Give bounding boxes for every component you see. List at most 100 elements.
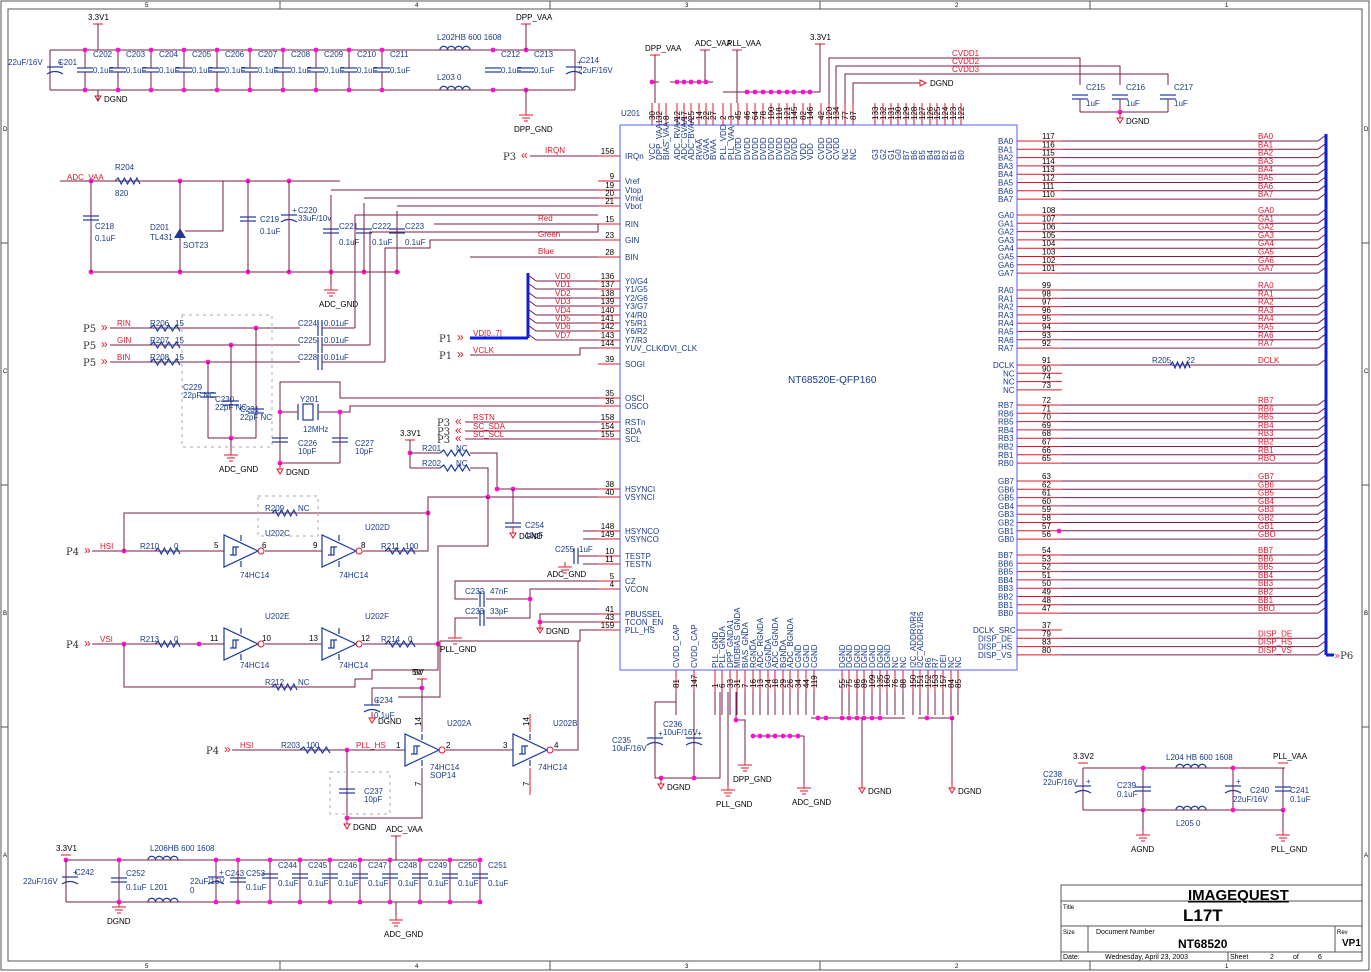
hysteresis-icon [328,546,337,556]
port-bin[interactable]: P5» [83,354,108,369]
bus-port-p6[interactable]: »P6 [1334,651,1353,662]
c234[interactable]: + [363,696,381,713]
r211-resistor[interactable] [384,546,416,556]
port-gin[interactable]: P5» [83,337,108,352]
l206-inductor[interactable] [147,855,179,861]
crystal-y201[interactable] [302,403,314,421]
port-vd-bus[interactable]: P1»VD[0..7] [439,329,502,345]
l202-inductor[interactable] [439,45,471,51]
c225[interactable] [317,337,323,353]
c235[interactable]: + [646,729,664,746]
port-irqn[interactable]: P3« [503,148,528,163]
port-sc_scl[interactable]: P3« [437,431,462,446]
cap-ref: C225 [298,336,318,345]
u202a-inverter[interactable] [404,733,446,767]
l204-inductor[interactable] [1175,763,1207,769]
port-vclk[interactable]: P1»VCLK [439,346,495,362]
dgnd-arrow-icon: DGND [1116,112,1150,126]
junction-dot [337,409,343,415]
port-hsi[interactable]: P4»HSI [66,542,113,558]
r207-resistor[interactable] [149,340,181,350]
pin-name: CVDD [832,137,841,160]
c242-ref: C242 [75,868,95,877]
net-label: Blue [538,247,555,256]
ground-arrow-icon [509,532,517,539]
c242[interactable]: + [61,868,79,885]
c229[interactable] [200,392,216,398]
r205-resistor[interactable] [1169,360,1191,370]
r212-resistor[interactable] [271,682,298,692]
c230[interactable] [223,400,239,406]
pin-number: 39 [605,355,614,364]
port-vsi[interactable]: P4»VSI [66,635,113,651]
cap-value: 1uF [1126,99,1140,108]
r203-resistor[interactable] [299,745,331,755]
c212[interactable] [485,67,501,73]
r204-resistor[interactable] [114,176,141,186]
pin-number: 85 [954,679,963,688]
junction-dot [649,79,655,85]
port-hsi-pll[interactable]: P4»HSI [206,741,253,757]
connector-arrow-icon: » [457,347,464,361]
l201-inductor[interactable] [147,897,179,903]
r214-resistor[interactable] [384,639,416,649]
pin-number: 95 [1042,314,1051,323]
r206-resistor[interactable] [149,323,181,333]
r209-resistor[interactable] [271,508,298,518]
r210-resistor[interactable] [154,546,181,556]
l203-inductor[interactable] [439,85,471,91]
cap-value: 0.01uF [324,353,349,362]
port-rin[interactable]: P5» [83,320,108,335]
u202b-inverter[interactable] [512,733,554,767]
net-adc-vaa: ADC_VAA [67,173,104,182]
net-label: GBO [1258,530,1276,539]
c254[interactable] [505,522,521,528]
u201-chip-body[interactable] [619,124,1018,671]
u202d-inverter[interactable] [321,534,363,568]
cap-value: 0.1uF [338,879,359,888]
junction-dot [357,857,363,863]
junction-dot [791,89,797,95]
u202f-inverter[interactable] [321,627,363,661]
u202c-inverter[interactable] [223,534,265,568]
pin-name: NC [1003,386,1015,395]
resistor-zigzag [299,745,331,755]
pin-name: Vbot [625,202,642,211]
port-rstn[interactable]: P3« [437,414,462,429]
c231[interactable] [248,408,264,414]
pin-name: DISP_HS [978,643,1012,652]
c255[interactable] [573,548,579,564]
pin-name: GA1 [998,219,1015,228]
cap-ref: C202 [93,50,113,59]
pin-number: 80 [1042,646,1051,655]
net-label: BA3 [1258,157,1274,166]
r213-resistor[interactable] [154,639,181,649]
c214[interactable]: + [565,58,583,75]
pin-number: 59 [1042,505,1051,514]
junction-dot [346,87,352,93]
pin-name: I2C_ADDR1/R5 [916,611,925,668]
c201[interactable]: + [46,58,64,75]
c213[interactable] [518,67,534,73]
pin-name: B1 [949,150,958,160]
pin-number: 30 [648,111,657,120]
u202e-inverter[interactable] [223,627,265,661]
l205-inductor[interactable] [1175,805,1207,811]
pin-number: 10 [605,547,614,556]
r201-resistor[interactable] [439,448,471,458]
c202[interactable] [77,67,93,73]
c237[interactable] [339,788,355,794]
r208-resistor[interactable] [149,357,181,367]
c232[interactable] [479,591,485,607]
c233[interactable] [479,610,485,626]
c228[interactable] [317,354,323,370]
port-sc_sda[interactable]: P3« [437,423,462,438]
r202-resistor[interactable] [439,463,471,473]
c224[interactable] [317,320,323,336]
pin-number: 2 [446,741,451,750]
